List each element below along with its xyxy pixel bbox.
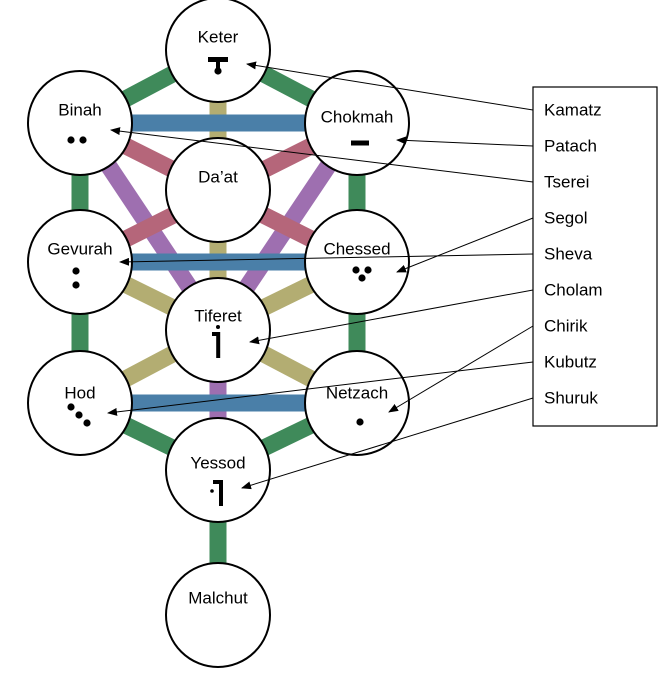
- sefirah-label: Malchut: [188, 589, 248, 608]
- sefirah-chessed: Chessed: [304, 209, 410, 315]
- vowel-dot: [75, 411, 83, 419]
- vowel-mark-patach: [351, 140, 369, 146]
- sefirah-circle: [165, 562, 271, 668]
- vowel-dot: [79, 136, 87, 144]
- sefirah-circle: [165, 0, 271, 103]
- arrow-patach-to-chokmah: [396, 136, 534, 147]
- sefirah-circle: [304, 350, 410, 456]
- vowel-dot: [67, 403, 75, 411]
- legend-item-kamatz: Kamatz: [544, 101, 602, 120]
- vowel-dot: [352, 266, 360, 274]
- sefirah-label: Netzach: [326, 384, 388, 403]
- arrow-tserei-to-binah: [110, 127, 534, 183]
- vowel-dot: [67, 136, 75, 144]
- sefirah-circle: [165, 277, 271, 383]
- sefirah-gevurah: Gevurah: [27, 209, 133, 315]
- vowel-mark-kamatz: [208, 57, 228, 75]
- legend-item-shuruk: Shuruk: [544, 389, 598, 408]
- sefirah-binah: Binah: [27, 70, 133, 176]
- vowel-mark-kubutz: [67, 403, 91, 427]
- sefirah-label: Hod: [64, 384, 95, 403]
- sefirah-label: Yessod: [190, 454, 245, 473]
- arrow-shuruk-to-yessod: [241, 397, 534, 490]
- sefirah-chokmah: Chokmah: [304, 70, 410, 176]
- sefirah-daat: Da’at: [165, 137, 271, 243]
- vowel-mark-sheva: [72, 267, 80, 289]
- vowel-mark-chirik: [356, 418, 364, 426]
- sefirah-netzach: Netzach: [304, 350, 410, 456]
- vowel-dot: [364, 266, 372, 274]
- vowel-dot: [358, 274, 366, 282]
- legend-item-sheva: Sheva: [544, 245, 593, 264]
- sefirah-label: Keter: [198, 28, 239, 47]
- arrow-chirik-to-netzach: [388, 325, 534, 413]
- vowel-dot: [72, 267, 80, 275]
- arrow-kubutz-to-hod: [107, 361, 534, 416]
- vowel-mark-shuruk: [210, 480, 223, 506]
- sefirah-circle: [165, 137, 271, 243]
- sefirah-circle: [27, 70, 133, 176]
- sefirah-hod: Hod: [27, 350, 133, 456]
- legend-box: [532, 86, 658, 427]
- arrow-kamatz-to-keter: [246, 61, 534, 111]
- sefirah-label: Gevurah: [47, 240, 112, 259]
- legend-item-tserei: Tserei: [544, 173, 589, 192]
- vowel-mark-cholam: [212, 325, 221, 358]
- vowel-dot: [356, 418, 364, 426]
- legend-item-kubutz: Kubutz: [544, 353, 597, 372]
- sefirah-label: Chessed: [323, 240, 390, 259]
- sefirah-yessod: Yessod: [165, 417, 271, 523]
- sefirah-label: Binah: [58, 101, 101, 120]
- legend-item-patach: Patach: [544, 137, 597, 156]
- vowel-dot: [83, 419, 91, 427]
- arrows-layer: [107, 61, 534, 490]
- legend-item-chirik: Chirik: [544, 317, 588, 336]
- sefirah-circle: [165, 417, 271, 523]
- sefirah-circle: [27, 350, 133, 456]
- sefirah-circle: [27, 209, 133, 315]
- vowel-mark-segol: [352, 266, 372, 282]
- sefirah-malchut: Malchut: [165, 562, 271, 668]
- legend-item-cholam: Cholam: [544, 281, 603, 300]
- vowel-dot: [72, 281, 80, 289]
- arrow-sheva-to-gevurah: [119, 253, 534, 266]
- sefirah-keter: Keter: [165, 0, 271, 103]
- legend-item-segol: Segol: [544, 209, 587, 228]
- vowel-mark-tserei: [67, 136, 87, 144]
- arrow-cholam-to-tiferet: [249, 289, 534, 345]
- sefirah-circle: [304, 70, 410, 176]
- arrow-segol-to-chessed: [396, 217, 534, 273]
- sefirah-label: Chokmah: [321, 108, 394, 127]
- sefirah-label: Da’at: [198, 168, 238, 187]
- vowel-legend: KamatzPatachTsereiSegolShevaCholamChirik…: [532, 86, 658, 427]
- sefirah-circle: [304, 209, 410, 315]
- sefirah-tiferet: Tiferet: [165, 277, 271, 383]
- sefirah-label: Tiferet: [194, 307, 242, 326]
